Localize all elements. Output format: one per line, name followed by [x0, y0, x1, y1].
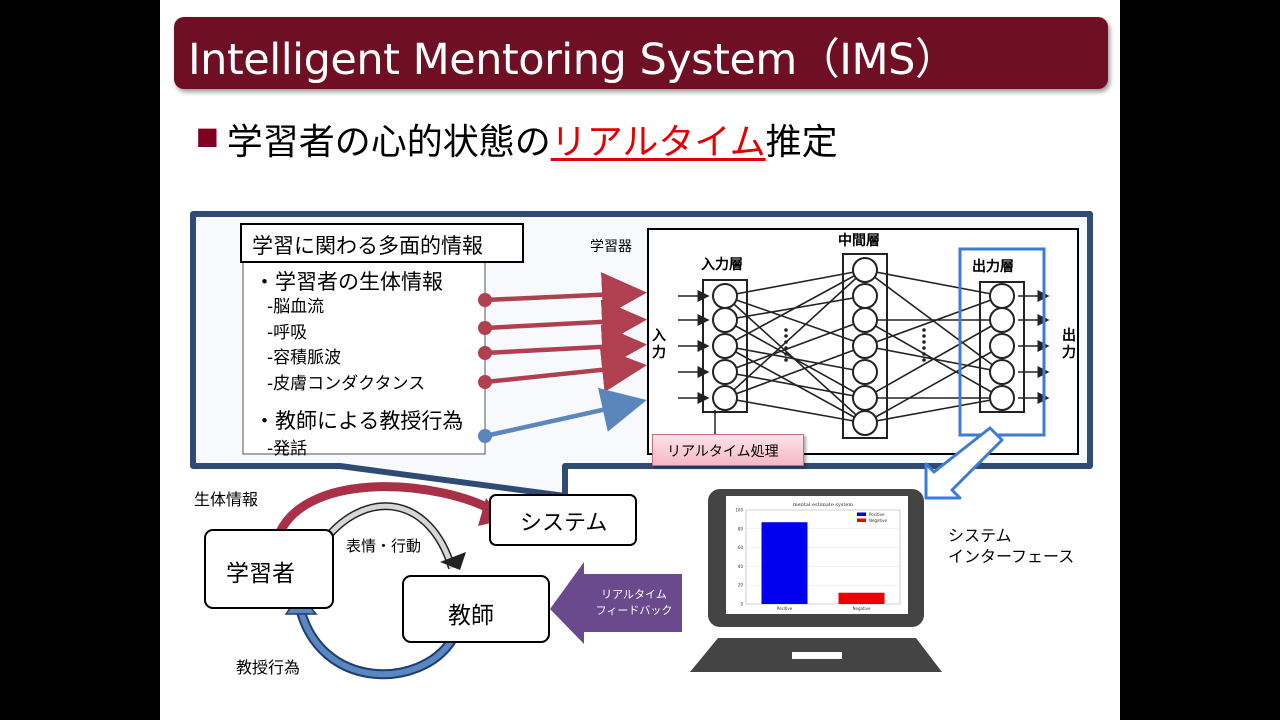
bullet-prefix: 学習者の心的状態の — [226, 122, 551, 163]
slide: Intelligent Mentoring System（IMS） ■学習者の心… — [160, 0, 1120, 720]
list-item: -皮膚コンダクタンス — [267, 373, 426, 394]
feedback-label: リアルタイム フィードバック — [586, 587, 682, 619]
interface-label: システム インターフェース — [948, 525, 1074, 567]
chart-legend-entry: Negative — [869, 518, 887, 523]
feedback-line2: フィードバック — [595, 604, 673, 617]
realtime-processing-label: リアルタイム処理 — [667, 444, 779, 460]
teacher-label: 教師 — [448, 603, 494, 629]
chart-legend-swatch — [857, 518, 866, 522]
chart-legend-swatch — [857, 512, 866, 516]
output-to-interface-arrow — [924, 426, 1004, 500]
bullet-suffix: 推定 — [765, 122, 838, 163]
slide-title: Intelligent Mentoring System（IMS） — [188, 35, 958, 85]
expression-label: 表情・行動 — [346, 537, 422, 555]
chart-legend-entry: Positive — [869, 512, 885, 517]
group1-title: ・学習者の生体情報 — [254, 270, 443, 294]
chart-ytick-label: 100 — [735, 508, 743, 513]
main-bullet: ■学習者の心的状態のリアルタイム推定 — [196, 113, 838, 165]
info-heading: 学習に関わる多面的情報 — [252, 234, 483, 258]
list-item: -呼吸 — [267, 322, 308, 343]
output-highlight — [958, 247, 1046, 437]
chart-bar — [838, 592, 885, 604]
realtime-processing-badge: リアルタイム処理 — [652, 434, 804, 466]
feedback-arrow — [550, 562, 682, 644]
chart-bar — [761, 522, 808, 604]
teacher-box — [402, 575, 550, 643]
hidden-layer-label: 中間層 — [838, 233, 880, 249]
input-layer-label: 入力層 — [701, 257, 743, 273]
chart-ytick-label: 60 — [738, 545, 744, 550]
system-box — [489, 494, 637, 546]
learner-label: 学習者 — [226, 561, 295, 587]
info-heading-box — [240, 223, 524, 263]
list-item: -容積脈波 — [267, 348, 342, 368]
bullet-highlight: リアルタイム — [550, 122, 766, 163]
bio-info-curve-arrow — [275, 482, 501, 537]
bullet-dot-icon: ■ — [196, 122, 219, 150]
learner-box — [204, 529, 334, 609]
mini-chart: mental estimate system 0 20 40 60 80 100Positi… — [735, 502, 901, 611]
chart-xtick-label: Positive — [777, 606, 793, 611]
feedback-line1: リアルタイム — [601, 588, 667, 601]
list-item: -脳血流 — [267, 297, 325, 317]
chart-ytick-label: 20 — [738, 583, 744, 588]
chart-ytick-label: 80 — [738, 526, 744, 531]
chart-ytick-label: 40 — [738, 564, 744, 569]
output-layer-box — [979, 281, 1025, 413]
input-layer-box — [702, 279, 748, 413]
bio-info-label: 生体情報 — [194, 490, 259, 509]
diagram-svg: mental estimate system 0 20 40 60 80 100Positi… — [190, 211, 1093, 680]
chart-ytick-label: 0 — [740, 602, 743, 607]
hidden-layer-box — [842, 253, 888, 439]
list-item: -発話 — [267, 439, 308, 459]
group1-list: -脳血流 -呼吸 -容積脈波 -皮膚コンダクタンス — [267, 295, 425, 397]
chart-title: mental estimate system — [793, 502, 853, 508]
system-label: システム — [520, 511, 608, 536]
interface-label-line1: システム — [948, 526, 1012, 545]
title-bar: Intelligent Mentoring System（IMS） — [174, 17, 1108, 89]
group2-title: ・教師による教授行為 — [254, 409, 464, 433]
output-side-label: 出力 — [1062, 328, 1076, 361]
neurons — [712, 257, 1015, 436]
interface-label-line2: インターフェース — [948, 547, 1075, 566]
chart-xtick-label: Negative — [853, 606, 871, 611]
learner-label: 学習器 — [590, 239, 632, 255]
output-layer-label: 出力層 — [972, 259, 1014, 275]
input-side-label: 入力 — [652, 328, 666, 361]
instruction-label: 教授行為 — [236, 658, 301, 677]
